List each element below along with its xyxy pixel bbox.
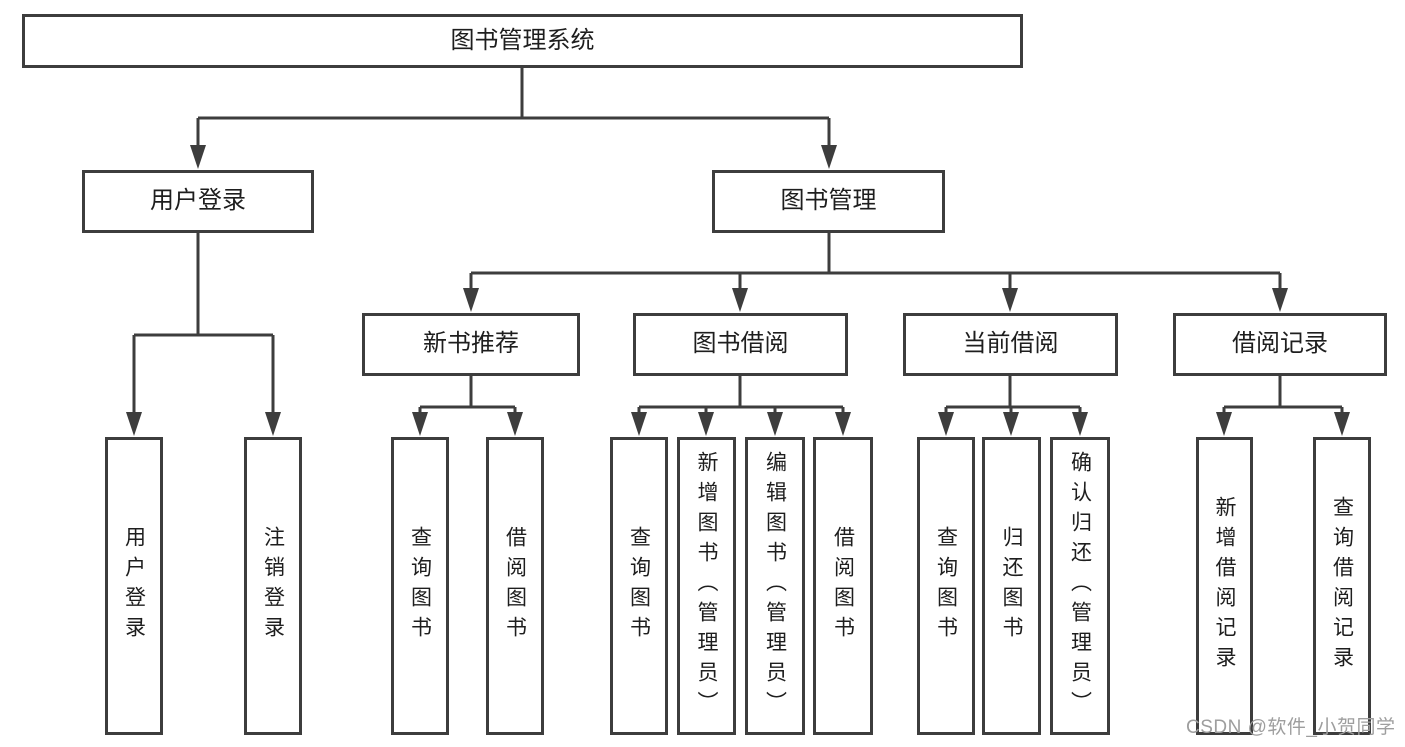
- node-label: 归还图书: [1000, 526, 1024, 646]
- node-book-borrowing: 图书借阅: [633, 313, 848, 376]
- leaf-confirm-return-admin: 确认归还（管理员）: [1050, 437, 1110, 735]
- node-label: 用户登录: [150, 187, 246, 215]
- node-user-login: 用户登录: [82, 170, 314, 233]
- node-label: 查询图书: [408, 526, 432, 646]
- leaf-add-book-admin: 新增图书（管理员）: [677, 437, 736, 735]
- node-label: 确认归还（管理员）: [1068, 451, 1092, 721]
- node-label: 查询借阅记录: [1330, 496, 1354, 676]
- leaf-query-books-1: 查询图书: [391, 437, 449, 735]
- node-label: 新书推荐: [423, 330, 519, 358]
- node-label: 查询图书: [627, 526, 651, 646]
- leaf-add-borrow-record: 新增借阅记录: [1196, 437, 1253, 735]
- leaf-user-login: 用户登录: [105, 437, 163, 735]
- node-label: 新增借阅记录: [1213, 496, 1237, 676]
- leaf-logout: 注销登录: [244, 437, 302, 735]
- leaf-borrow-books-2: 借阅图书: [813, 437, 873, 735]
- node-label: 用户登录: [122, 526, 146, 646]
- node-borrowing-records: 借阅记录: [1173, 313, 1387, 376]
- node-label: 注销登录: [261, 526, 285, 646]
- node-current-borrowing: 当前借阅: [903, 313, 1118, 376]
- watermark: CSDN @软件_小贺同学: [1186, 717, 1396, 738]
- node-label: 查询图书: [934, 526, 958, 646]
- node-book-management: 图书管理: [712, 170, 945, 233]
- node-label: 借阅图书: [831, 526, 855, 646]
- node-label: 编辑图书（管理员）: [763, 451, 787, 721]
- node-library-system: 图书管理系统: [22, 14, 1023, 68]
- leaf-query-books-3: 查询图书: [917, 437, 975, 735]
- node-label: 图书管理系统: [450, 26, 595, 54]
- node-label: 当前借阅: [962, 330, 1059, 358]
- node-label: 借阅图书: [503, 526, 527, 646]
- node-label: 借阅记录: [1232, 330, 1328, 358]
- node-new-book-recommend: 新书推荐: [362, 313, 580, 376]
- leaf-return-book: 归还图书: [982, 437, 1041, 735]
- leaf-query-borrow-record: 查询借阅记录: [1313, 437, 1371, 735]
- leaf-edit-book-admin: 编辑图书（管理员）: [745, 437, 805, 735]
- node-label: 新增图书（管理员）: [695, 451, 719, 721]
- node-label: 图书借阅: [692, 330, 789, 358]
- leaf-query-books-2: 查询图书: [610, 437, 668, 735]
- leaf-borrow-books-1: 借阅图书: [486, 437, 544, 735]
- node-label: 图书管理: [780, 187, 877, 215]
